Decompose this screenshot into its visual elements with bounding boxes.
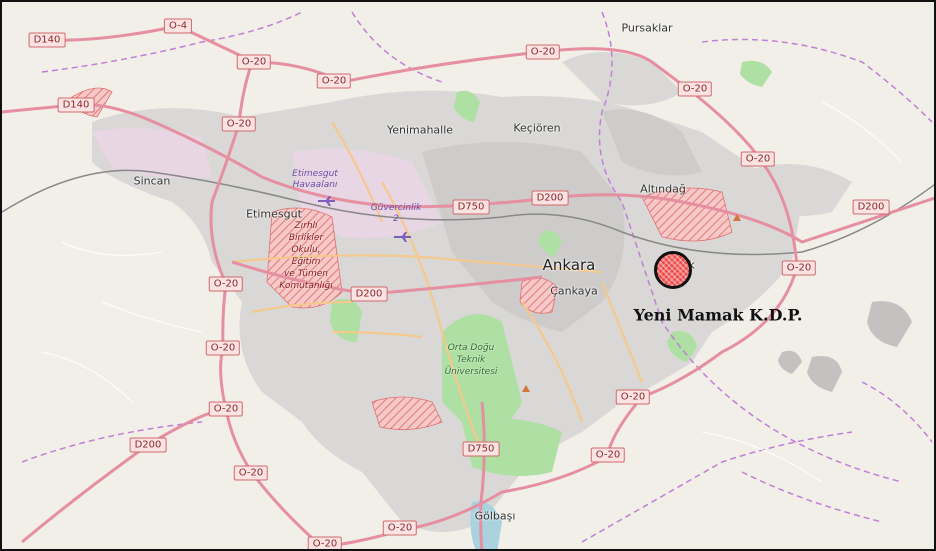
site-marker-circle[interactable]	[654, 251, 692, 289]
road-shield-d140-b: D140	[57, 97, 95, 113]
road-shield-d140-a: D140	[28, 32, 66, 48]
place-label-ankara: Ankara	[542, 256, 596, 274]
military-line: Komutanlığı	[279, 281, 333, 291]
military-line: ve Tümen	[283, 269, 329, 279]
road-shield-o20-e: O-20	[221, 116, 257, 132]
road-shield-o20-k: O-20	[208, 401, 244, 417]
road-shield-o20-m: O-20	[233, 465, 269, 481]
road-shield-o4: O-4	[163, 18, 193, 34]
park-line: Üniversitesi	[444, 367, 498, 377]
airport-icons	[318, 196, 411, 242]
peak-markers	[522, 214, 741, 392]
place-label-altindag: Altındağ	[640, 182, 686, 196]
military-line: Eğitim	[291, 257, 321, 267]
place-label-cankaya: Çankaya	[550, 284, 598, 298]
military-line: Birlikler	[288, 233, 324, 243]
military-line: Zırhlı	[294, 221, 318, 231]
minor-roads	[41, 101, 903, 483]
road-shield-o20-j: O-20	[615, 389, 651, 405]
road-shield-d200-d: D200	[129, 437, 167, 453]
terrain-blobs	[778, 301, 912, 392]
road-shield-o20-c: O-20	[525, 44, 561, 60]
road-shield-o20-i: O-20	[205, 340, 241, 356]
site-label: Yeni Mamak K.D.P.	[633, 305, 803, 325]
place-label-yenimahalle: Yenimahalle	[386, 123, 454, 137]
road-shield-o20-l: O-20	[590, 447, 626, 463]
road-shield-o20-n: O-20	[382, 520, 418, 536]
road-shield-d750-b: D750	[462, 441, 500, 457]
urban-areas	[92, 52, 852, 533]
admin-boundaries	[21, 11, 933, 543]
railway	[2, 169, 934, 256]
road-shield-d200-b: D200	[852, 199, 890, 215]
road-shield-o20-b: O-20	[316, 73, 352, 89]
park-line: Teknik	[456, 355, 486, 365]
park-line: Orta Doğu	[447, 343, 495, 353]
place-label-kecioren: Keçiören	[513, 121, 561, 135]
poi-line: Etimesgut	[292, 169, 338, 179]
place-label-golbasi: Gölbaşı	[474, 509, 516, 523]
water	[470, 501, 502, 549]
place-label-pursaklar: Pursaklar	[621, 21, 673, 35]
marker-hatch	[657, 254, 689, 286]
poi-line: 2	[393, 214, 399, 224]
place-label-etimesgut: Etimesgut	[246, 207, 302, 221]
urban-darker	[422, 109, 702, 332]
road-shield-o20-d: O-20	[677, 81, 713, 97]
military-line: Okulu,	[291, 245, 321, 255]
road-shield-d750-a: D750	[452, 199, 490, 215]
military-areas	[71, 87, 733, 430]
road-shield-d200-a: D200	[531, 190, 569, 206]
road-shield-o20-g: O-20	[781, 260, 817, 276]
road-shield-o20-o: O-20	[307, 536, 343, 549]
poi-line: Güvercinlik	[370, 203, 422, 213]
place-label-sincan: Sincan	[133, 174, 171, 188]
poi-line: Havaalanı	[292, 180, 338, 190]
road-shield-d200-c: D200	[350, 286, 388, 302]
primary-roads	[231, 121, 644, 453]
road-shield-o20-a: O-20	[236, 54, 272, 70]
road-shield-o20-f: O-20	[740, 151, 776, 167]
road-shield-o20-h: O-20	[208, 276, 244, 292]
